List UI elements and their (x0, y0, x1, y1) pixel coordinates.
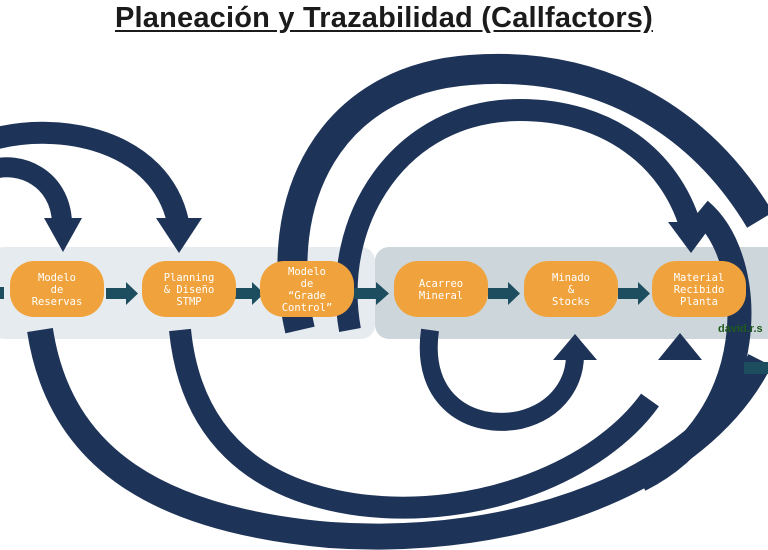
process-node-shape (524, 261, 618, 317)
process-node-label-line: Planta (680, 296, 718, 308)
process-node-shape (652, 261, 746, 317)
process-node-label-line: de (301, 278, 314, 290)
process-node-label-line: Modelo (288, 266, 326, 278)
process-node-shape (260, 261, 354, 317)
feedback-arrowheads (44, 218, 714, 360)
process-node-label-line: Planning (164, 272, 215, 284)
flow-arrow-3 (354, 282, 389, 305)
process-node-shape (394, 261, 488, 317)
process-node-label-line: & Diseño (164, 284, 215, 296)
process-node-4: Minado&Stocks (524, 261, 618, 317)
process-node-label-line: “Grade (288, 290, 326, 302)
process-node-label-line: Reservas (32, 296, 83, 308)
flow-arrow-6 (744, 362, 768, 374)
flow-arrow-1 (106, 282, 138, 305)
process-node-shape (142, 261, 236, 317)
process-node-label-line: Material (674, 272, 725, 284)
process-node-label-line: Control” (282, 302, 333, 314)
process-node-label-line: Modelo (38, 272, 76, 284)
flow-arrow-0 (0, 287, 4, 299)
page-title: Planeación y Trazabilidad (Callfactors) (114, 2, 653, 34)
process-node-label-line: de (51, 284, 64, 296)
feedback-loops (0, 54, 768, 550)
flow-arrow-4 (488, 282, 520, 305)
process-node-label-line: Mineral (419, 290, 463, 302)
process-node-label-line: & (568, 284, 575, 296)
flow-arrow-5 (618, 282, 650, 305)
process-node-shape (10, 261, 104, 317)
watermark: david.r.s (718, 323, 763, 335)
flow-arrows (0, 282, 768, 374)
process-node-label-line: Minado (552, 272, 590, 284)
flow-arrow-2 (234, 282, 264, 305)
process-node-label-line: Acarreo (419, 278, 463, 290)
process-node-label-line: Stocks (552, 296, 590, 308)
process-node-label-line: STMP (176, 296, 201, 308)
process-node-label-line: Recibido (674, 284, 725, 296)
